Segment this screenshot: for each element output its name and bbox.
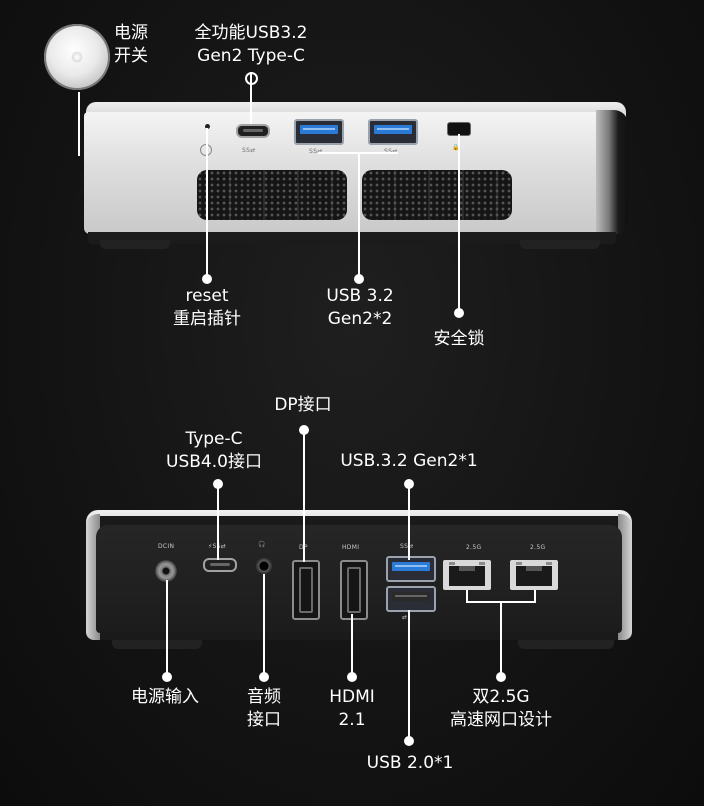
hdmi-leader bbox=[351, 614, 353, 676]
rear-usb32-leader bbox=[408, 484, 410, 560]
front-chassis-base bbox=[88, 232, 616, 244]
dcin-text: DCIN bbox=[158, 543, 175, 550]
rear-foot-right bbox=[518, 640, 614, 649]
power-in-label: 电源输入 bbox=[131, 687, 199, 707]
displayport-port[interactable] bbox=[292, 560, 320, 620]
front-usba-port-1[interactable] bbox=[294, 119, 344, 145]
front-usbc-leader bbox=[250, 72, 252, 124]
headphone-icon: 🎧 bbox=[258, 541, 266, 548]
front-foot-left bbox=[100, 240, 170, 249]
lan-port-2[interactable] bbox=[510, 560, 558, 590]
front-foot-right bbox=[520, 240, 600, 249]
rear-usb20-leader bbox=[408, 610, 410, 740]
rear-usbc-port[interactable] bbox=[203, 558, 237, 572]
reset-label: reset 重启插针 bbox=[173, 286, 241, 329]
lan-leader-dot bbox=[496, 672, 506, 682]
front-vent-right bbox=[362, 170, 512, 220]
lan2-text: 2.5G bbox=[530, 544, 546, 551]
audio-label: 音频 接口 bbox=[247, 687, 281, 730]
security-lock-label: 安全锁 bbox=[433, 329, 485, 349]
power-led bbox=[73, 53, 81, 61]
audio-leader bbox=[263, 574, 265, 676]
lan-leader-l bbox=[466, 590, 468, 602]
lan-label: 双2.5G 高速网口设计 bbox=[450, 687, 552, 730]
hdmi-label: HDMI 2.1 bbox=[329, 687, 375, 730]
front-usba-1-ss-icon: SS⇄ bbox=[309, 148, 323, 155]
front-usbc-port[interactable] bbox=[236, 124, 270, 138]
dp-label: DP接口 bbox=[274, 395, 332, 415]
rear-usb32-label: USB.3.2 Gen2*1 bbox=[340, 451, 478, 471]
rear-usb32-ss-icon: SS⇄ bbox=[400, 543, 414, 550]
front-usba-port-2[interactable] bbox=[368, 119, 418, 145]
lan-leader-r bbox=[534, 590, 536, 602]
rear-usb20-label: USB 2.0*1 bbox=[366, 753, 454, 773]
rear-usb20-leader-dot bbox=[404, 736, 414, 746]
reset-leader-dot bbox=[202, 274, 212, 284]
rear-typec-leader bbox=[217, 484, 219, 560]
front-chassis-side bbox=[596, 110, 628, 234]
hdmi-port[interactable] bbox=[340, 560, 368, 620]
front-usba-leader-dot bbox=[354, 274, 364, 284]
power-button[interactable] bbox=[44, 24, 110, 90]
rear-usb20-port[interactable] bbox=[386, 586, 436, 612]
lock-leader bbox=[458, 134, 460, 312]
lock-icon: 🔒 bbox=[452, 144, 460, 151]
reset-pinhole[interactable] bbox=[205, 124, 210, 129]
hdmi-leader-dot bbox=[347, 672, 357, 682]
usb20-icon: ⇄ bbox=[402, 614, 408, 621]
rear-foot-left bbox=[112, 640, 202, 649]
front-usba-2-ss-icon: SS⇄ bbox=[384, 148, 398, 155]
front-usbc-label: 全功能USB3.2 Gen2 Type-C bbox=[194, 23, 308, 66]
audio-jack[interactable] bbox=[256, 558, 272, 574]
hdmi-text: HDMI bbox=[342, 544, 360, 551]
lan-port-1[interactable] bbox=[443, 560, 491, 590]
front-usbc-ss-icon: SS⇄ bbox=[242, 147, 256, 154]
rear-typec-label: Type-C USB4.0接口 bbox=[166, 429, 262, 472]
power-button-leader bbox=[78, 92, 80, 156]
front-usbc-leader-dot bbox=[245, 72, 258, 85]
power-in-leader bbox=[166, 580, 168, 676]
lan1-text: 2.5G bbox=[466, 544, 482, 551]
front-usba-leader-v bbox=[358, 152, 360, 278]
front-vent-left bbox=[197, 170, 347, 220]
dc-power-jack[interactable] bbox=[155, 560, 177, 582]
power-switch-label: 电源 开关 bbox=[114, 23, 148, 66]
power-in-leader-dot bbox=[162, 672, 172, 682]
rear-usb32-port[interactable] bbox=[386, 556, 436, 582]
audio-leader-dot bbox=[259, 672, 269, 682]
thunderbolt-icon: ⚡SS⇄ bbox=[208, 543, 226, 550]
reset-leader bbox=[206, 128, 208, 278]
lan-leader-v bbox=[500, 601, 502, 675]
dp-leader bbox=[303, 430, 305, 562]
lock-leader-dot bbox=[454, 308, 464, 318]
front-usba-label: USB 3.2 Gen2*2 bbox=[326, 286, 394, 329]
